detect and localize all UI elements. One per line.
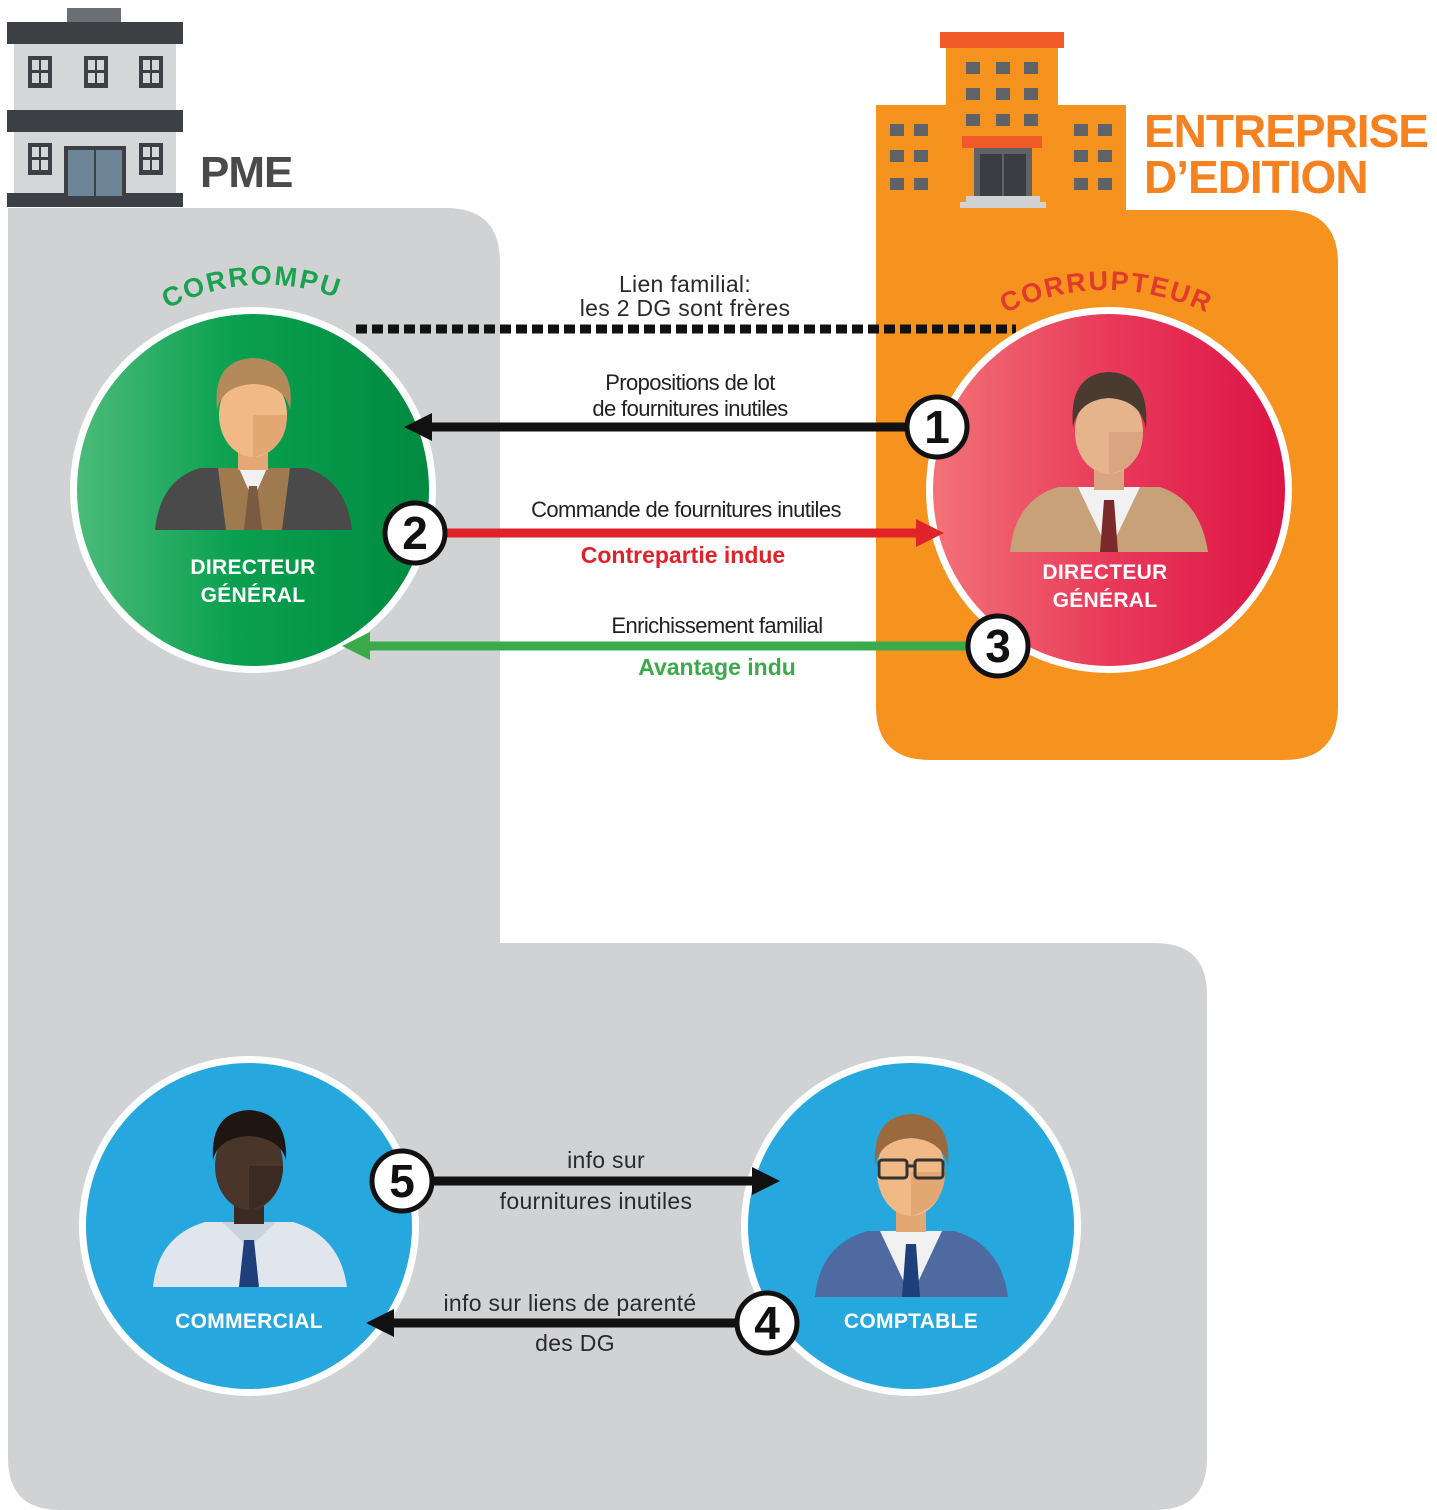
family-link-line1: Lien familial:: [618, 271, 752, 297]
step-4-line2: des DG: [535, 1330, 615, 1356]
dg-edition-avatar-icon: [1010, 372, 1208, 552]
arrow-3: [342, 632, 970, 660]
arrow-5: [432, 1167, 780, 1195]
step-1-line2: de fournitures inutiles: [592, 396, 788, 421]
dg-edition-role-line2: GÉNÉRAL: [1052, 589, 1158, 612]
family-link-label: Lien familial: les 2 DG sont frères: [530, 272, 840, 320]
arrow-2: [445, 519, 944, 547]
pme-title: PME: [200, 148, 293, 197]
step-3-number: 3: [985, 620, 1011, 672]
family-link-line2: les 2 DG sont frères: [579, 295, 791, 321]
dg-pme-role: DIRECTEUR GÉNÉRAL: [153, 554, 353, 610]
pme-building-icon: [7, 8, 183, 207]
dg-pme-avatar-icon: [155, 358, 352, 530]
step-5-number: 5: [389, 1155, 415, 1207]
step-3-sublabel: Avantage indu: [638, 654, 796, 680]
dg-edition-role-line1: DIRECTEUR: [1042, 561, 1168, 584]
step-4-badge: [734, 1290, 800, 1356]
edition-title: ENTREPRISE D’EDITION: [1144, 105, 1429, 203]
arrow-1: [404, 413, 910, 441]
step-2-label: Commande de fournitures inutiles: [531, 497, 841, 522]
step-2-number: 2: [402, 507, 428, 559]
arrow-4: [366, 1309, 740, 1337]
dg-pme-role-line1: DIRECTEUR: [190, 556, 316, 579]
edition-building-icon: [890, 32, 1112, 212]
step-1-number: 1: [924, 401, 950, 453]
comptable-avatar-icon: [815, 1114, 1008, 1297]
step-1-badge: [904, 394, 970, 460]
step-5-badge: [369, 1148, 435, 1214]
step-4-number: 4: [754, 1297, 780, 1349]
commercial-role: COMMERCIAL: [175, 1310, 323, 1333]
edition-title-line2: D’EDITION: [1144, 151, 1369, 203]
step-3-badge: [965, 613, 1031, 679]
dg-edition-role: DIRECTEUR GÉNÉRAL: [1005, 559, 1205, 615]
step-1-label: Propositions de lot de fournitures inuti…: [540, 370, 840, 422]
dg-pme-role-line2: GÉNÉRAL: [200, 584, 306, 607]
comptable-role: COMPTABLE: [843, 1310, 979, 1333]
step-5-line1: info sur: [567, 1147, 645, 1173]
step-1-line1: Propositions de lot: [605, 370, 775, 395]
step-5-line2: fournitures inutiles: [499, 1188, 693, 1214]
step-4-line1: info sur liens de parenté: [443, 1290, 697, 1316]
commercial-avatar-icon: [153, 1110, 347, 1287]
step-3-label: Enrichissement familial: [611, 613, 823, 638]
step-2-sublabel: Contrepartie indue: [580, 542, 786, 568]
step-2-badge: [382, 500, 448, 566]
edition-title-line1: ENTREPRISE: [1144, 105, 1429, 157]
